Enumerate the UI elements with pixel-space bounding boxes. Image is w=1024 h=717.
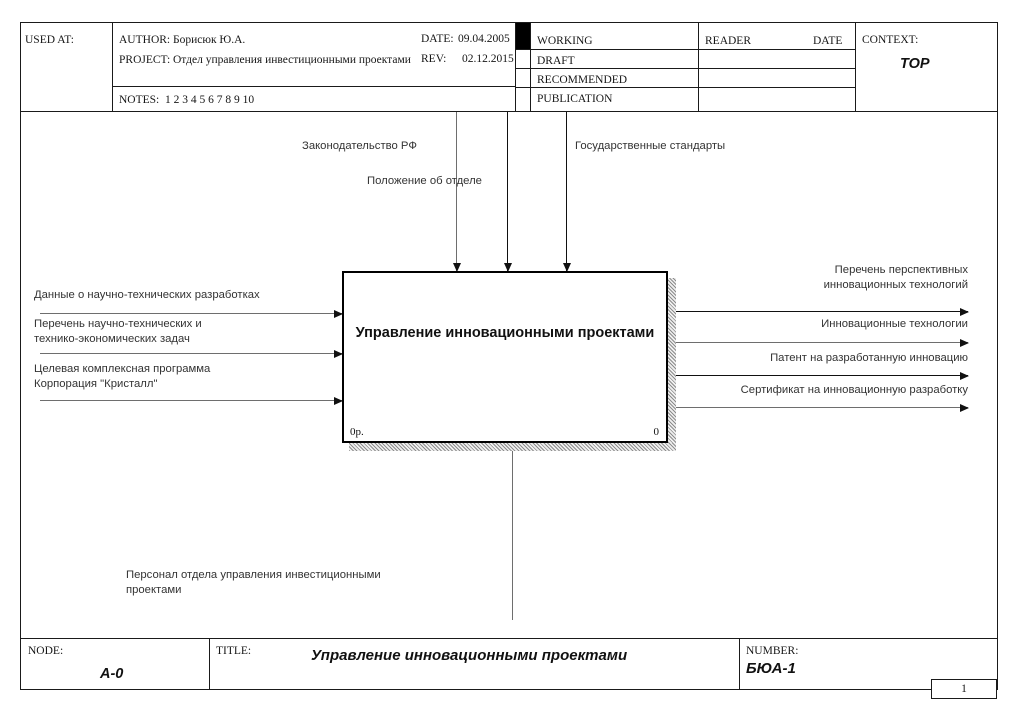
footer-node-value: A-0 (100, 666, 124, 682)
footer-number-label: NUMBER: (746, 645, 799, 657)
footer-title-label: TITLE: (216, 645, 252, 657)
output-label-2: Инновационные технологии (821, 318, 968, 330)
status-row-publication[interactable]: PUBLICATION (537, 93, 613, 105)
author-label: AUTHOR: (119, 34, 171, 46)
control-arrow-3 (566, 112, 568, 271)
input-label-1: Данные о научно-технических разработках (34, 289, 260, 301)
status-row-rule-1 (515, 49, 855, 50)
context-label: CONTEXT: (862, 34, 919, 46)
input-arrow-2 (40, 353, 342, 355)
used-at-label: USED AT: (25, 34, 74, 46)
footer-node-label: NODE: (28, 645, 64, 657)
notes-separator-rule (112, 86, 515, 87)
notes-numbers[interactable]: 1 2 3 4 5 6 7 8 9 10 (165, 94, 255, 106)
header-divider-reader (698, 22, 699, 111)
rev-value: 02.12.2015 (462, 53, 514, 65)
diagram-outer-frame (20, 22, 998, 690)
input-arrow-1 (40, 313, 342, 315)
output-arrow-4 (668, 407, 968, 409)
control-label-3: Государственные стандарты (575, 140, 726, 152)
activity-box-shadow-bottom (349, 443, 676, 451)
control-label-2: Положение об отделе (367, 175, 482, 187)
footer-number-value: БЮА-1 (746, 660, 796, 677)
page-number-box: 1 (931, 679, 997, 699)
notes-label: NOTES: (119, 94, 160, 106)
footer-title-value: Управление инновационными проектами (311, 647, 628, 664)
output-arrow-1 (668, 311, 968, 313)
context-value: TOP (900, 56, 930, 72)
output-label-4: Сертификат на инновационную разработку (740, 384, 968, 396)
status-row-working[interactable]: WORKING (537, 35, 593, 47)
output-arrow-2 (668, 342, 968, 344)
input-label-3: Целевая комплексная программа Корпорация… (34, 363, 211, 391)
footer-divider-number (739, 638, 740, 690)
header-divider-used-at (112, 22, 113, 111)
header-divider-status (515, 22, 516, 111)
status-row-rule-3 (515, 87, 855, 88)
rev-label: REV: (421, 53, 447, 65)
control-label-1: Законодательство РФ (302, 140, 417, 152)
project-value: Отдел управления инвестиционными проекта… (173, 54, 411, 66)
header-divider-context (855, 22, 856, 111)
status-row-draft[interactable]: DRAFT (537, 55, 575, 67)
header-divider-status-label (530, 22, 531, 111)
activity-box[interactable]: Управление инновационными проектами 0р. … (342, 271, 668, 443)
output-label-1: Перечень перспективных инновационных тех… (823, 264, 968, 292)
input-label-2: Перечень научно-технических и технико-эк… (34, 318, 202, 346)
status-row-recommended[interactable]: RECOMMENDED (537, 74, 628, 86)
footer-top-rule (20, 638, 998, 640)
reader-label: READER (705, 35, 751, 47)
status-row-rule-2 (515, 68, 855, 69)
status-selected-indicator[interactable] (516, 23, 530, 49)
activity-box-number: 0 (653, 426, 660, 438)
mechanism-arrow-1 (512, 443, 514, 620)
output-label-3: Патент на разработанную инновацию (770, 352, 968, 364)
date-label: DATE: (421, 33, 454, 45)
project-label: PROJECT: (119, 54, 171, 66)
control-arrow-1 (456, 112, 458, 271)
activity-box-shadow-right (668, 278, 676, 450)
output-arrow-3 (668, 375, 968, 377)
reader-date-label: DATE (813, 35, 843, 47)
activity-box-cost-marker: 0р. (350, 426, 364, 438)
header-bottom-rule (20, 111, 998, 113)
mechanism-label-1: Персонал отдела управления инвестиционны… (126, 569, 381, 597)
control-arrow-2 (507, 112, 509, 271)
input-arrow-3 (40, 400, 342, 402)
activity-box-label: Управление инновационными проектами (355, 325, 655, 341)
footer-divider-node (209, 638, 210, 690)
author-value: Борисюк Ю.А. (173, 34, 246, 46)
date-value: 09.04.2005 (458, 33, 510, 45)
